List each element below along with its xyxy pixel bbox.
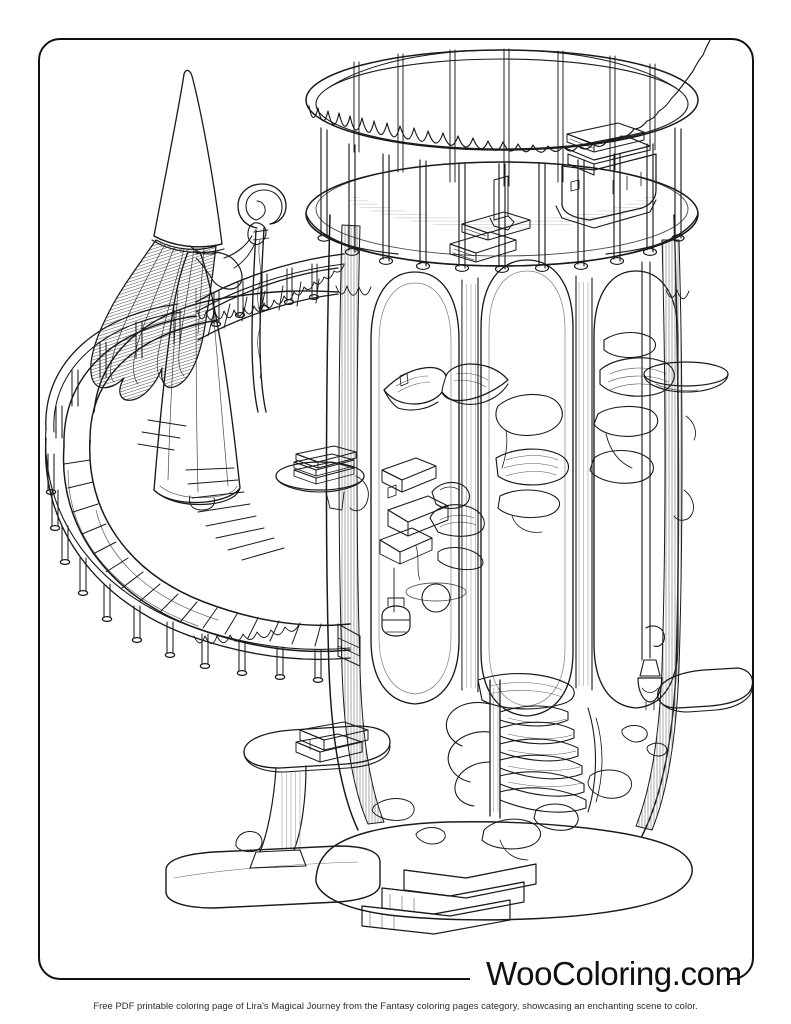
stacked-books (295, 721, 369, 763)
staircase-balustrade (195, 253, 345, 328)
wizard-staff (237, 183, 287, 413)
tower-arch-left (370, 271, 460, 705)
tower-body (325, 214, 683, 837)
woocoloring-logo[interactable]: WooColoring.com (486, 955, 742, 991)
scroll-pile (379, 457, 485, 581)
tower-erosion (335, 285, 696, 521)
flowing-hair (90, 239, 217, 401)
terrace-balusters (317, 127, 685, 273)
logo-text: WooColoring.com (486, 954, 742, 992)
potion-bottle (381, 567, 467, 637)
stacked-books (293, 445, 357, 485)
terrace-balusters-back (353, 48, 656, 187)
wizard-girl (90, 69, 267, 511)
tower-interior-rocks (495, 331, 675, 533)
floating-book (383, 363, 509, 411)
rubble (371, 725, 668, 845)
stacked-books (566, 122, 645, 153)
hanging-lantern (637, 261, 729, 711)
stacked-books (449, 211, 531, 263)
base-steps (361, 863, 537, 935)
inner-spiral-stair (445, 673, 603, 819)
border-logo-gap (470, 963, 728, 985)
tower-terrace (305, 40, 711, 273)
terrace-balustrade (305, 40, 711, 153)
coloring-illustration (38, 40, 754, 950)
bookshelf-ledge (243, 721, 391, 869)
bookshelf-ledge (275, 445, 365, 511)
stone-altar (555, 122, 657, 229)
tower-base-platform (165, 803, 693, 935)
page-caption: Free PDF printable coloring page of Lira… (93, 1000, 698, 1011)
wizard-hat (151, 69, 225, 253)
tower-arch-center (480, 259, 574, 717)
